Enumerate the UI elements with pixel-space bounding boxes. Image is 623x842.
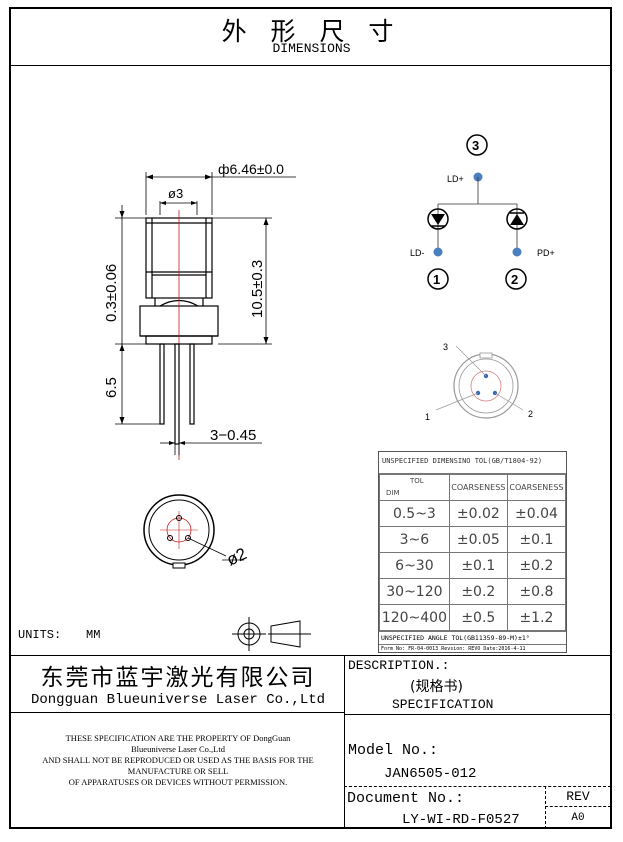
tol-cell: ±0.2 [448, 578, 508, 605]
model-number: JAN6505-012 [384, 766, 477, 782]
company-name-chinese: 东莞市蓝宇激光有限公司 [40, 665, 316, 691]
rev-divider [545, 786, 546, 829]
pin-thickness-dimension [160, 430, 262, 455]
bottom-view-schematic [435, 345, 524, 419]
table-row: 120~400 ±0.5 ±1.2 [379, 604, 567, 631]
table-row: 3~6 ±0.05 ±0.1 [379, 526, 567, 553]
title-block-top-line [10, 655, 611, 656]
tol-cell: ±0.02 [448, 500, 508, 527]
company-name-english: Dongguan Blueuniverse Laser Co.,Ltd [30, 692, 326, 708]
description-chinese: (规格书) [410, 679, 463, 695]
description-english: SPECIFICATION [392, 697, 494, 712]
ld-plus-label: LD+ [447, 174, 464, 184]
pin3-number: 3 [472, 138, 479, 153]
bottom-view-label-3: 3 [443, 342, 448, 352]
table-row: 30~120 ±0.2 ±0.8 [379, 578, 567, 605]
tol-cell: ±0.1 [506, 526, 567, 553]
coarseness-header-1: COARSENESS [448, 474, 508, 501]
tol-cell: ±0.2 [506, 552, 567, 579]
company-divider [10, 712, 344, 713]
notice-line: OF APPARATUSES OR DEVICES WITHOUT PERMIS… [68, 777, 288, 787]
table-row: TOL DIM COARSENESS COARSENESS [379, 474, 567, 501]
notice-line: MANUFACTURE OR SELL [127, 766, 229, 776]
description-divider [344, 714, 611, 715]
notice-line: Blueuniverse Laser Co.,Ltd [131, 744, 225, 754]
pcd-label: ø2 [224, 544, 250, 570]
diameter-dimension [145, 172, 296, 215]
rev-value: A0 [571, 812, 585, 824]
document-number: LY-WI-RD-F0527 [402, 812, 520, 828]
right-height-label: 10.5±0.3 [249, 260, 266, 318]
model-divider [344, 786, 611, 787]
tol-cell: ±0.05 [448, 526, 508, 553]
notice-line: THESE SPECIFICATION ARE THE PROPERTY OF … [65, 733, 291, 743]
coarseness-header-2: COARSENESS [506, 474, 567, 501]
tol-cell: ±0.1 [448, 552, 508, 579]
pin1-number: 1 [433, 272, 440, 287]
pin-spec-label: 3−0.45 [210, 427, 256, 444]
tolerance-grid: TOL DIM COARSENESS COARSENESS 0.5~3 ±0.0… [379, 474, 567, 631]
dim-col-label: DIM [386, 489, 400, 497]
right-height-dimension [212, 217, 272, 345]
description-label: DESCRIPTION.: [348, 658, 450, 673]
rev-label: REV [566, 789, 590, 804]
rev-inner-divider [545, 806, 611, 807]
document-label: Document No.: [347, 790, 465, 807]
pin2-number: 2 [511, 272, 518, 287]
title-english: DIMENSIONS [272, 41, 351, 56]
tol-cell: ±1.2 [506, 604, 567, 631]
dim-cell: 0.5~3 [379, 500, 450, 527]
drawing-frame [9, 7, 612, 829]
bottom-view-label-2: 2 [528, 409, 533, 419]
ld-minus-label: LD- [410, 248, 425, 258]
title-chinese: 外 形 尺 寸 [221, 17, 402, 46]
left-height-label: 0.3±0.06 [103, 264, 120, 322]
pd-plus-label: PD+ [537, 248, 555, 258]
table-row: 0.5~3 ±0.02 ±0.04 [379, 500, 567, 527]
table-row: 6~30 ±0.1 ±0.2 [379, 552, 567, 579]
bottom-view-drawing [143, 494, 244, 569]
pin-length-label: 6.5 [103, 377, 120, 398]
pins [159, 343, 195, 445]
dim-cell: 30~120 [379, 578, 450, 605]
form-number-note: Form No: FR-04-0013 Revsion: REVO Date:2… [379, 644, 566, 653]
dim-cell: 3~6 [379, 526, 450, 553]
tol-cell: ±0.8 [506, 578, 567, 605]
tolerance-table-header: UNSPECIFIED DIMENSINO TOL(GB/T1804-92) [379, 452, 566, 474]
angle-tolerance-note: UNSPECIFIED ANGLE TOL(GB11359-89-M)±1° [379, 631, 566, 644]
outer-diameter-label: ф6.46±0.0 [218, 161, 284, 177]
dim-cell: 6~30 [379, 552, 450, 579]
tol-cell: ±0.04 [506, 500, 567, 527]
pinout-schematic [427, 134, 528, 290]
tol-cell: ±0.5 [448, 604, 508, 631]
inner-diameter-label: ø3 [168, 186, 183, 201]
tol-dim-header-cell: TOL DIM [379, 474, 450, 501]
dim-cell: 120~400 [379, 604, 450, 631]
units-value: MM [86, 628, 101, 642]
tolerance-table: UNSPECIFIED DIMENSINO TOL(GB/T1804-92) T… [378, 451, 567, 653]
title-block-divider [344, 655, 345, 829]
left-height-dimension [115, 205, 160, 425]
units-label: UNITS: [18, 628, 62, 642]
tol-col-label: TOL [410, 477, 424, 485]
notice-line: AND SHALL NOT BE REPRODUCED OR USED AS T… [42, 755, 314, 765]
header-divider [10, 65, 611, 66]
bottom-view-label-1: 1 [425, 412, 430, 422]
property-notice: THESE SPECIFICATION ARE THE PROPERTY OF … [13, 733, 343, 788]
model-label: Model No.: [348, 742, 439, 759]
projection-symbol [232, 617, 311, 651]
